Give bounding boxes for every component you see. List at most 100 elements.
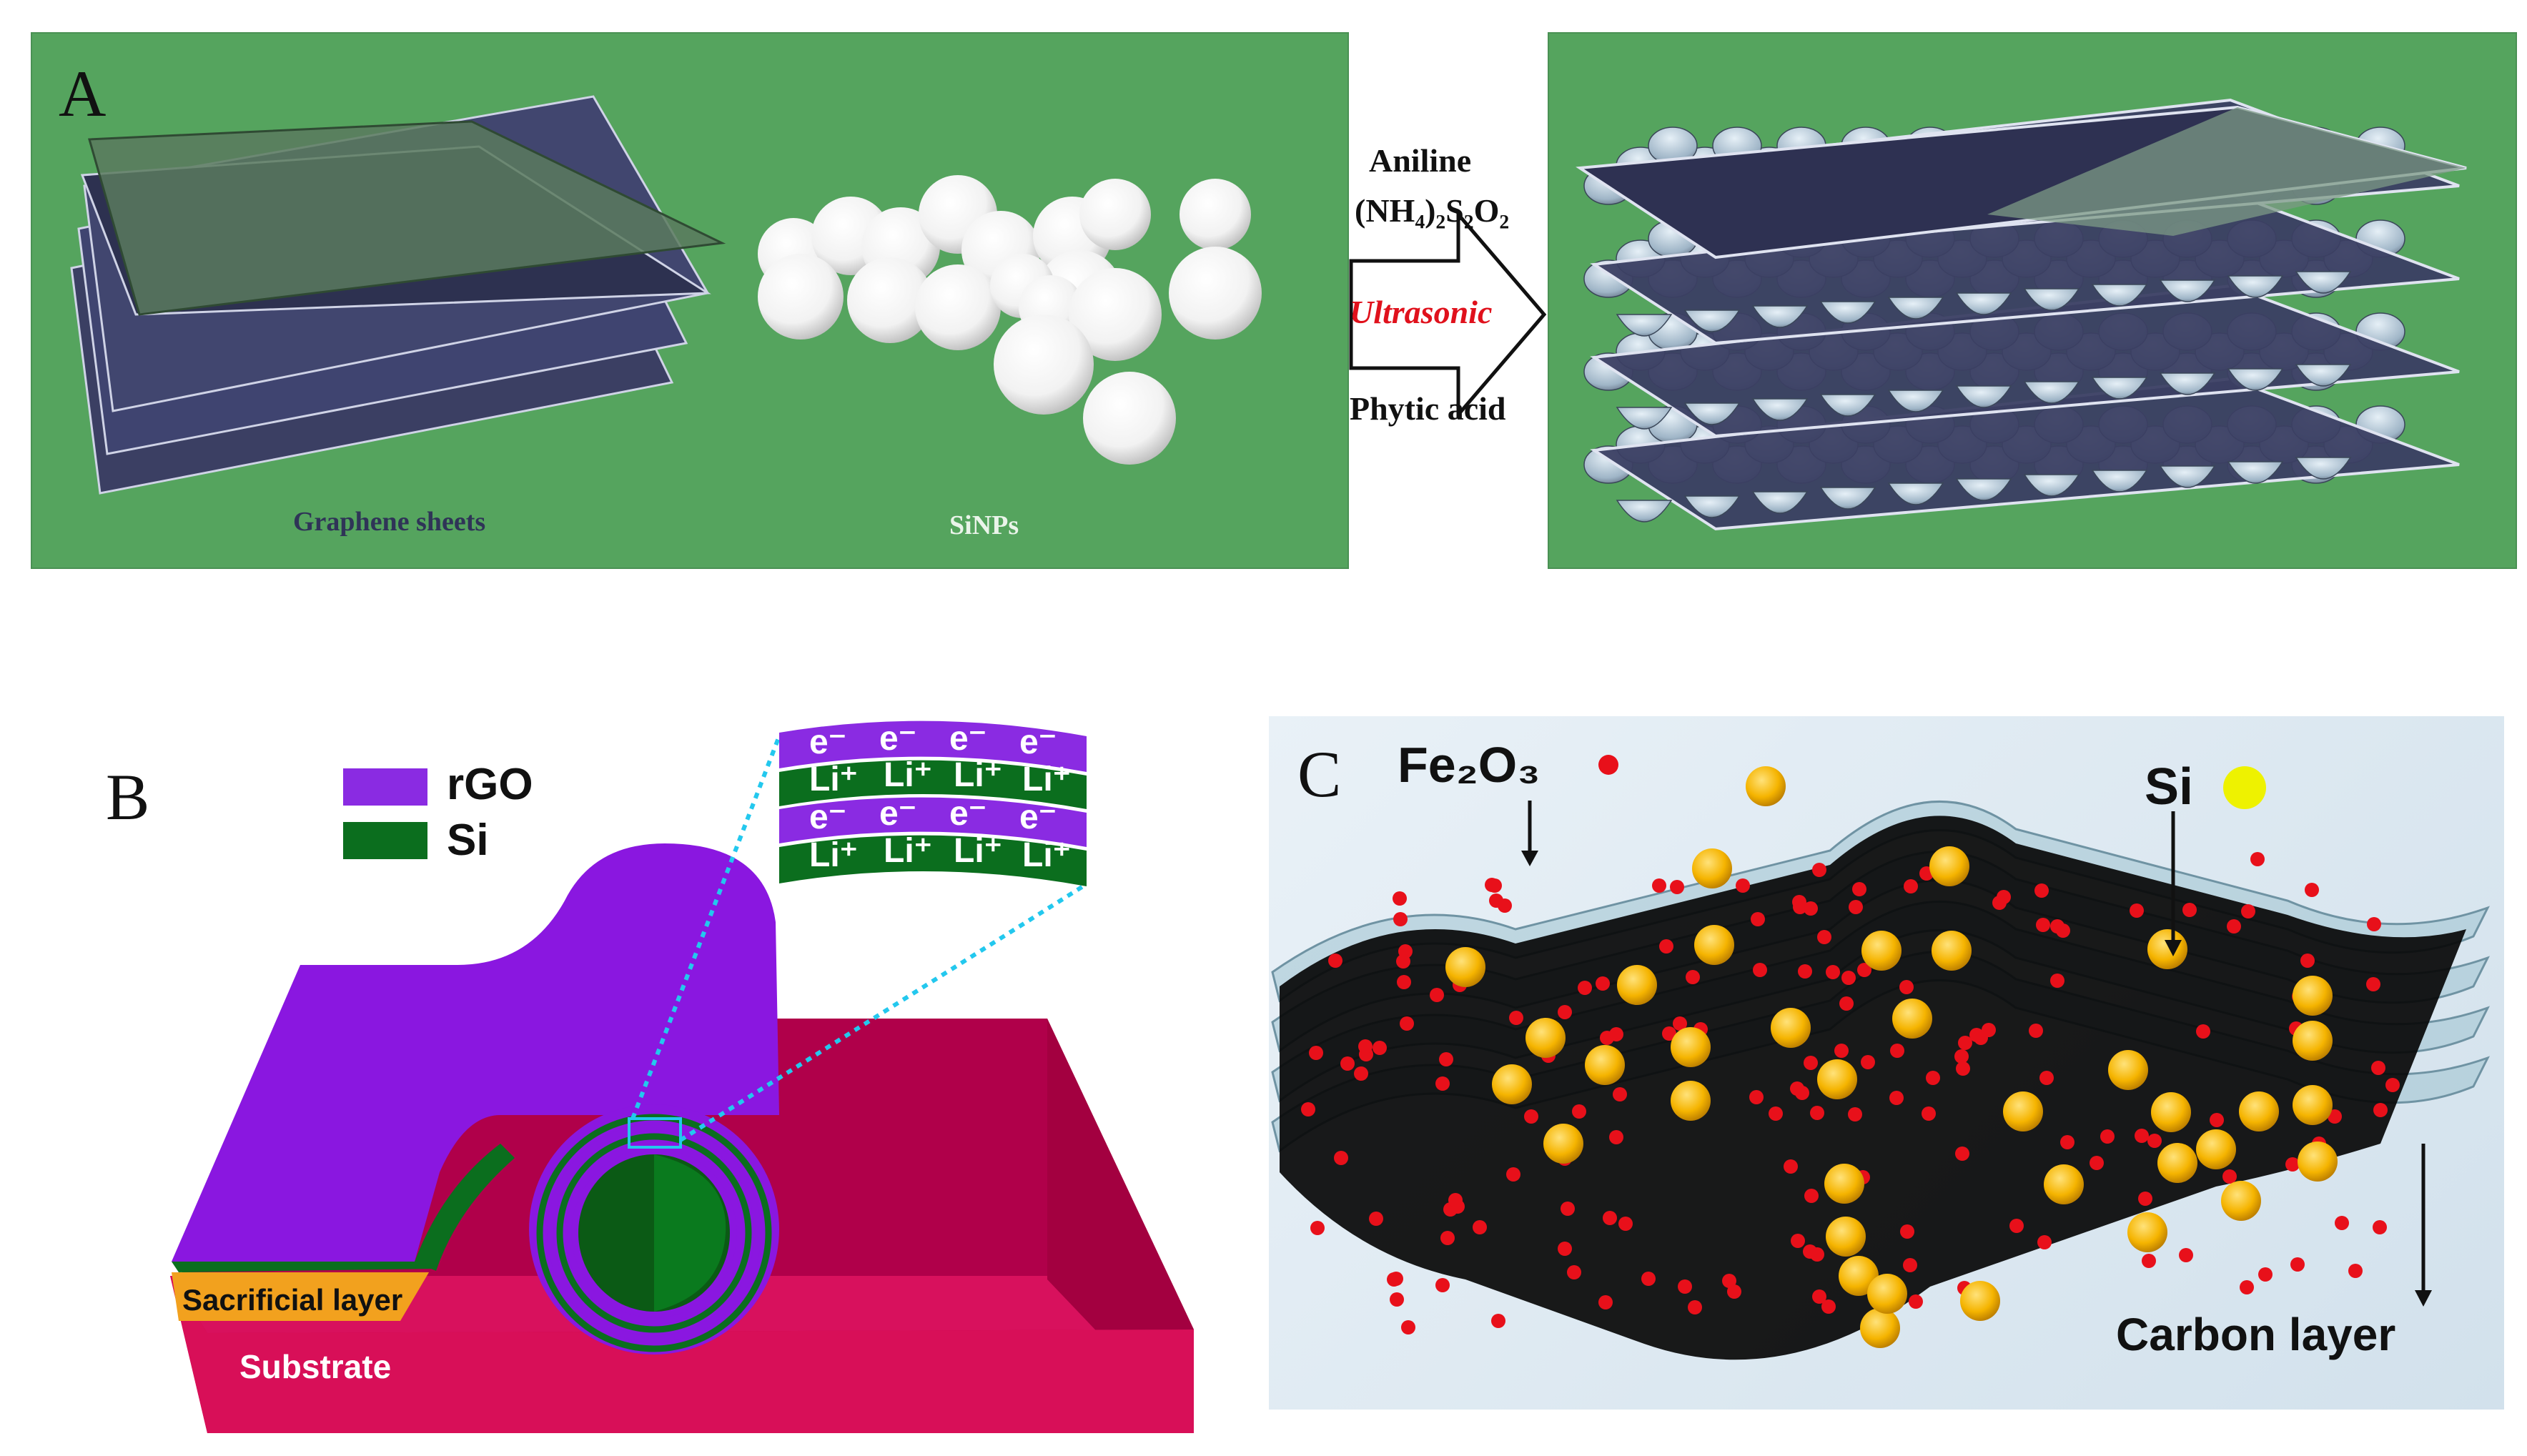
panel-b-letter: B (106, 761, 150, 833)
fe2o3-particle (2240, 1280, 2254, 1294)
fe2o3-particle (1791, 1234, 1805, 1248)
si-particle (1867, 1274, 1907, 1314)
si-particle (2151, 1092, 2191, 1132)
fe2o3-particle (2090, 1156, 2104, 1170)
sinp-sphere (847, 257, 933, 343)
fe2o3-particle (1435, 1076, 1450, 1091)
fe2o3-particle (1722, 1274, 1736, 1288)
fe2o3-particle (2285, 1157, 2300, 1172)
fe2o3-particle (1849, 900, 1863, 914)
fe2o3-particle (1903, 1258, 1917, 1272)
fe2o3-particle (1397, 975, 1411, 989)
fe2o3-particle (1861, 1055, 1875, 1069)
inset-electron-label: e⁻ (809, 723, 847, 761)
si-particle (1817, 1059, 1857, 1099)
fe2o3-particle (1334, 1151, 1348, 1165)
fe2o3-particle (1810, 1106, 1824, 1120)
reagent-phytic-acid: Phytic acid (1350, 390, 1506, 427)
fe2o3-particle (1400, 1016, 1414, 1031)
fe2o3-particle (1488, 878, 1502, 893)
si-particle (1617, 965, 1657, 1005)
fe2o3-particle (2196, 1024, 2210, 1039)
si-particle (1671, 1081, 1711, 1121)
zoom-box (628, 1117, 682, 1149)
rgo-sheet (172, 843, 779, 1262)
fe2o3-particle (1670, 880, 1684, 894)
inset-si-band (779, 835, 1087, 886)
fe2o3-legend-dot (1598, 755, 1618, 775)
composite-sphere (1887, 482, 1944, 505)
inset-lithium-label: Li⁺ (954, 832, 1002, 870)
si-particle (2196, 1129, 2236, 1169)
si-particle (2127, 1212, 2167, 1252)
sinp-sphere (1079, 179, 1151, 250)
fe2o3-particle (2335, 1216, 2349, 1230)
composite-sphere (2159, 465, 2216, 488)
sinp-sphere (1083, 372, 1176, 465)
fe2o3-particle (2036, 918, 2050, 932)
fe2o3-particle (1301, 1102, 1315, 1116)
composite-sphere (1955, 478, 2012, 501)
fe2o3-particle (1448, 1193, 1463, 1207)
fe2o3-particle (1340, 1056, 1355, 1071)
fe2o3-particle (1804, 901, 1818, 916)
fe2o3-particle (1613, 1087, 1627, 1101)
fe2o3-particle (1969, 1028, 1984, 1042)
inset-lithium-label: Li⁺ (809, 761, 858, 798)
inset-si-band (779, 760, 1087, 809)
fe2o3-particle (1926, 1071, 1940, 1085)
fe2o3-particle (1890, 1044, 1904, 1058)
si-particle (1960, 1281, 2000, 1321)
si-particle (2298, 1141, 2338, 1182)
composite-sphere (1683, 402, 1741, 425)
fe2o3-particle (1841, 971, 1856, 985)
fe2o3-particle (1899, 980, 1914, 994)
fe2o3-particle (1784, 1159, 1798, 1174)
composite-sphere (1887, 390, 1944, 412)
fe2o3-particle (1852, 882, 1866, 896)
si-particle (1839, 1256, 1879, 1296)
sinp-sphere (1169, 247, 1262, 340)
fe2o3-particle (2135, 1129, 2149, 1143)
fe2o3-particle (1393, 912, 1408, 926)
fe2o3-particle (1812, 863, 1826, 877)
fe2o3-particle (1751, 912, 1765, 926)
fe2o3-particle (1598, 1295, 1613, 1309)
fe2o3-particle (2328, 1109, 2342, 1124)
fe2o3-particle (1904, 879, 1918, 893)
fe2o3-particle (2300, 954, 2315, 968)
si-particle (2108, 1050, 2148, 1090)
fe2o3-particle (2222, 1169, 2237, 1184)
fe2o3-particle (1857, 963, 1871, 977)
fe2o3-particle (2050, 974, 2064, 988)
si-particle (1492, 1064, 1532, 1104)
composite-sphere (1819, 487, 1876, 510)
si-particle (2157, 1143, 2197, 1183)
panel-a-letter: A (59, 57, 107, 130)
fe2o3-particle (1848, 1107, 1862, 1121)
fe2o3-particle (1354, 1066, 1368, 1081)
inset-electron-label: e⁻ (879, 720, 917, 758)
fe2o3-particle (1659, 939, 1673, 954)
composite-sphere (2023, 288, 2080, 311)
si-particle (1824, 1164, 1864, 1204)
fe2o3-particle (1982, 1023, 1996, 1037)
composite-sphere (2023, 381, 2080, 404)
fe2o3-particle (1567, 1265, 1581, 1279)
fe2o3-particle (2179, 1248, 2193, 1262)
composite-sphere (2295, 457, 2352, 480)
composite-sphere (1683, 495, 1741, 518)
fe2o3-particle (2250, 852, 2265, 866)
fe2o3-particle (2258, 1267, 2273, 1282)
sinp-sphere (994, 315, 1094, 415)
si-particle (1694, 925, 1734, 965)
composite-sphere (2091, 377, 2148, 400)
legend-rgo-label: rGO (447, 760, 533, 809)
composite-sphere (1955, 292, 2012, 315)
sacrificial-layer (172, 1272, 429, 1321)
fe2o3-particle (2210, 1113, 2224, 1127)
inset-electron-label: e⁻ (1019, 798, 1057, 836)
fe2o3-particle (1373, 1041, 1387, 1055)
